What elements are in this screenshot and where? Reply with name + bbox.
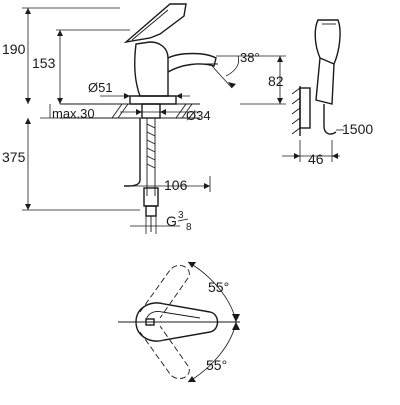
rotated-handle-up [139, 265, 190, 319]
dim-spout-angle: 38° [240, 50, 260, 65]
wall-bracket [299, 87, 311, 129]
faucet-top-view [118, 261, 240, 383]
thread-prefix: G [166, 213, 177, 229]
faucet-base [129, 95, 177, 105]
hand-spray [282, 19, 344, 162]
dim-spout-reach: 82 [268, 73, 284, 89]
dim-below-deck: 375 [2, 149, 26, 165]
dim-hose-offset: 106 [164, 177, 188, 193]
hose-connector [143, 187, 159, 207]
dim-spray-holder-depth: 46 [308, 151, 324, 167]
shank-collar [141, 103, 161, 119]
thread-denominator: 8 [186, 222, 192, 233]
dim-body-diameter: Ø51 [88, 80, 113, 95]
top-view-handle [135, 302, 219, 342]
lever-handle-detail [131, 9, 169, 41]
dim-rotation-lower: 55° [206, 357, 227, 373]
dim-total-height: 190 [2, 41, 26, 57]
threaded-rod [146, 118, 156, 196]
dim-hole-diameter: Ø34 [186, 108, 211, 123]
rotated-handle-down [139, 325, 190, 379]
top-view-logo [145, 318, 155, 326]
dim-spray-hose-length: 1500 [342, 121, 373, 137]
faucet-body [134, 41, 169, 97]
thread-spec: G 3 8 [166, 210, 192, 233]
faucet-spout [167, 52, 217, 73]
dim-rotation-upper: 55° [208, 279, 229, 295]
spray-head [314, 19, 341, 65]
thread-marks [146, 123, 156, 169]
countertop-hatch [111, 103, 193, 119]
dim-deck-thickness: max.30 [52, 106, 95, 121]
lever-handle [123, 3, 187, 44]
thread-numerator: 3 [178, 210, 184, 221]
spray-handle [315, 57, 335, 105]
spray-hose [323, 104, 337, 135]
wall-hatch [291, 87, 301, 135]
thread-connector [145, 205, 157, 217]
dimension-lines [22, 7, 286, 234]
dim-spout-height: 153 [32, 55, 56, 71]
supply-hose [124, 118, 141, 187]
